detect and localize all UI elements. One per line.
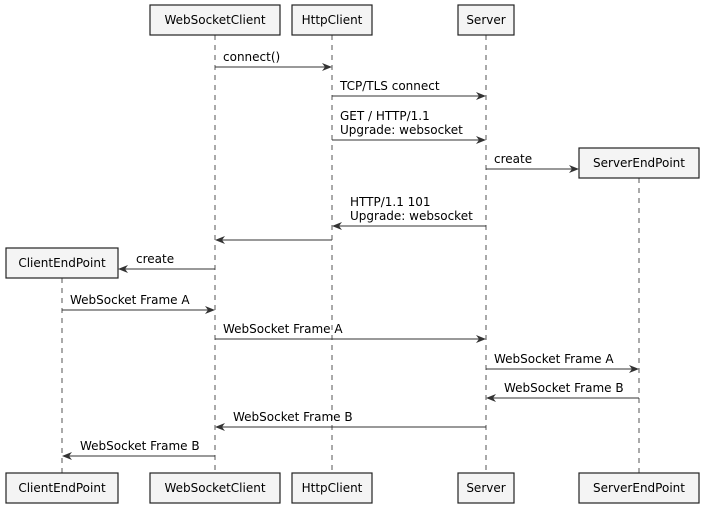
message-label: create xyxy=(136,252,174,266)
participant-box xyxy=(457,472,515,504)
message-label: Upgrade: websocket xyxy=(340,123,463,137)
message-label: TCP/TLS connect xyxy=(339,79,440,93)
message-label: WebSocket Frame A xyxy=(223,322,343,336)
message-cep-to-wsc: WebSocket Frame A xyxy=(62,293,215,314)
participant-box xyxy=(457,4,515,36)
message-sep-to-srv: WebSocket Frame B xyxy=(486,381,639,402)
arrowhead xyxy=(205,306,215,314)
participant-bottom-wsc: WebSocketClient xyxy=(149,472,281,504)
message-label: create xyxy=(494,152,532,166)
participant-label: HttpClient xyxy=(302,481,363,495)
message-srv-to-sep: WebSocket Frame A xyxy=(486,352,639,373)
message-label: GET / HTTP/1.1 xyxy=(340,109,430,123)
participant-label: ServerEndPoint xyxy=(593,481,685,495)
participant-top-http: HttpClient xyxy=(291,4,373,36)
message-label: WebSocket Frame A xyxy=(70,293,190,307)
message-label: Upgrade: websocket xyxy=(350,209,473,223)
participant-box xyxy=(578,472,700,504)
message-label: WebSocket Frame B xyxy=(504,381,624,395)
arrowhead xyxy=(118,265,128,273)
message-label: WebSocket Frame B xyxy=(233,410,353,424)
arrowhead xyxy=(332,222,342,230)
participant-top-srv: Server xyxy=(457,4,515,36)
participant-bottom-cep: ClientEndPoint xyxy=(5,472,119,504)
participant-bottom-srv: Server xyxy=(457,472,515,504)
arrowhead xyxy=(476,92,486,100)
arrowhead xyxy=(215,236,225,244)
arrowhead xyxy=(62,452,72,460)
participant-label: ClientEndPoint xyxy=(18,256,106,270)
message-http-to-wsc xyxy=(215,236,332,244)
participant-box xyxy=(5,472,119,504)
message-wsc-to-cep: WebSocket Frame B xyxy=(62,439,215,460)
participant-box xyxy=(149,4,281,36)
participant-top-sep: ServerEndPoint xyxy=(578,147,700,179)
participant-box xyxy=(149,472,281,504)
message-label: HTTP/1.1 101 xyxy=(350,195,431,209)
participant-label: ClientEndPoint xyxy=(18,481,106,495)
participant-bottom-http: HttpClient xyxy=(291,472,373,504)
arrowhead xyxy=(476,335,486,343)
participant-top-wsc: WebSocketClient xyxy=(149,4,281,36)
participant-box xyxy=(291,4,373,36)
arrowhead xyxy=(476,136,486,144)
participant-box xyxy=(578,147,700,179)
participant-label: WebSocketClient xyxy=(164,481,265,495)
participant-label: HttpClient xyxy=(302,13,363,27)
arrowhead xyxy=(215,423,225,431)
participant-label: ServerEndPoint xyxy=(593,156,685,170)
arrowhead xyxy=(629,365,639,373)
message-srv-to-wsc: WebSocket Frame B xyxy=(215,410,486,431)
participant-boxes: WebSocketClientWebSocketClientHttpClient… xyxy=(5,4,700,504)
arrowhead xyxy=(322,63,332,71)
message-label: WebSocket Frame A xyxy=(494,352,614,366)
message-label: WebSocket Frame B xyxy=(80,439,200,453)
participant-label: WebSocketClient xyxy=(164,13,265,27)
participant-bottom-sep: ServerEndPoint xyxy=(578,472,700,504)
arrowhead xyxy=(486,394,496,402)
message-srv-to-sep: create xyxy=(486,152,579,173)
arrowhead xyxy=(569,165,579,173)
message-wsc-to-http: connect() xyxy=(215,50,332,71)
message-wsc-to-srv: WebSocket Frame A xyxy=(215,322,486,343)
participant-label: Server xyxy=(466,481,505,495)
participant-label: Server xyxy=(466,13,505,27)
participant-box xyxy=(291,472,373,504)
participant-box xyxy=(5,247,119,279)
participant-top-cep: ClientEndPoint xyxy=(5,247,119,279)
message-http-to-srv: TCP/TLS connect xyxy=(332,79,486,100)
message-label: connect() xyxy=(223,50,280,64)
message-wsc-to-cep: create xyxy=(118,252,215,273)
